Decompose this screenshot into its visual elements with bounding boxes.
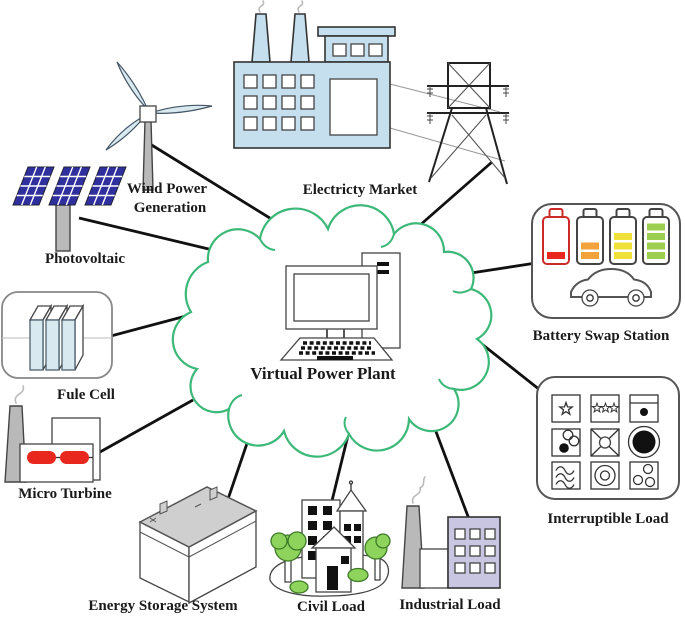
industrial-load-label: Industrial Load [399, 597, 501, 613]
micro-turbine-label: Micro Turbine [18, 486, 112, 502]
energy-storage-label: Energy Storage System [88, 598, 238, 614]
photovoltaic-label: Photovoltaic [45, 251, 125, 267]
micro-turbine-icon [4, 385, 101, 483]
virtual-power-plant-label: Virtual Power Plant [250, 364, 396, 383]
connection-line [470, 261, 537, 275]
wind-power-label-line1: Wind Power [127, 181, 207, 197]
battery-icon [542, 208, 570, 265]
transmission-tower-icon [427, 62, 509, 185]
civil-buildings-icon [269, 480, 391, 597]
tree-icon [364, 533, 391, 581]
car-icon [570, 267, 652, 307]
battery-icon [642, 208, 670, 265]
civil-load-label: Civil Load [297, 599, 366, 615]
energy-storage-battery-icon [138, 486, 258, 605]
battery-icon [609, 208, 637, 265]
fuel-cell-label: Fule Cell [57, 387, 115, 403]
battery-icon [576, 208, 604, 265]
interruptible-load-grid-icon [536, 376, 680, 500]
bush-icon [289, 580, 309, 594]
connection-line [477, 339, 541, 392]
wind-turbine-icon [105, 61, 213, 191]
fuel-cell-icon [1, 291, 113, 379]
connection-line [106, 314, 187, 339]
tree-icon [270, 531, 307, 583]
electricity-market-label: Electricty Market [303, 182, 418, 198]
industrial-factory-icon [401, 476, 501, 589]
bush-icon [347, 567, 369, 583]
vpp-cloud: Virtual Power Plant [171, 204, 493, 458]
wind-power-label-line2: Generation [134, 200, 207, 216]
solar-panel-icon [12, 166, 127, 252]
connection-line [99, 398, 194, 454]
interruptible-load-label: Interruptible Load [547, 511, 669, 527]
computer-icon [279, 252, 401, 361]
cloud-icon [171, 204, 493, 458]
battery-swap-station-label: Battery Swap Station [533, 328, 670, 344]
connection-line [410, 160, 493, 235]
battery-swap-station-icon [531, 203, 681, 319]
factory-icon [233, 0, 396, 149]
